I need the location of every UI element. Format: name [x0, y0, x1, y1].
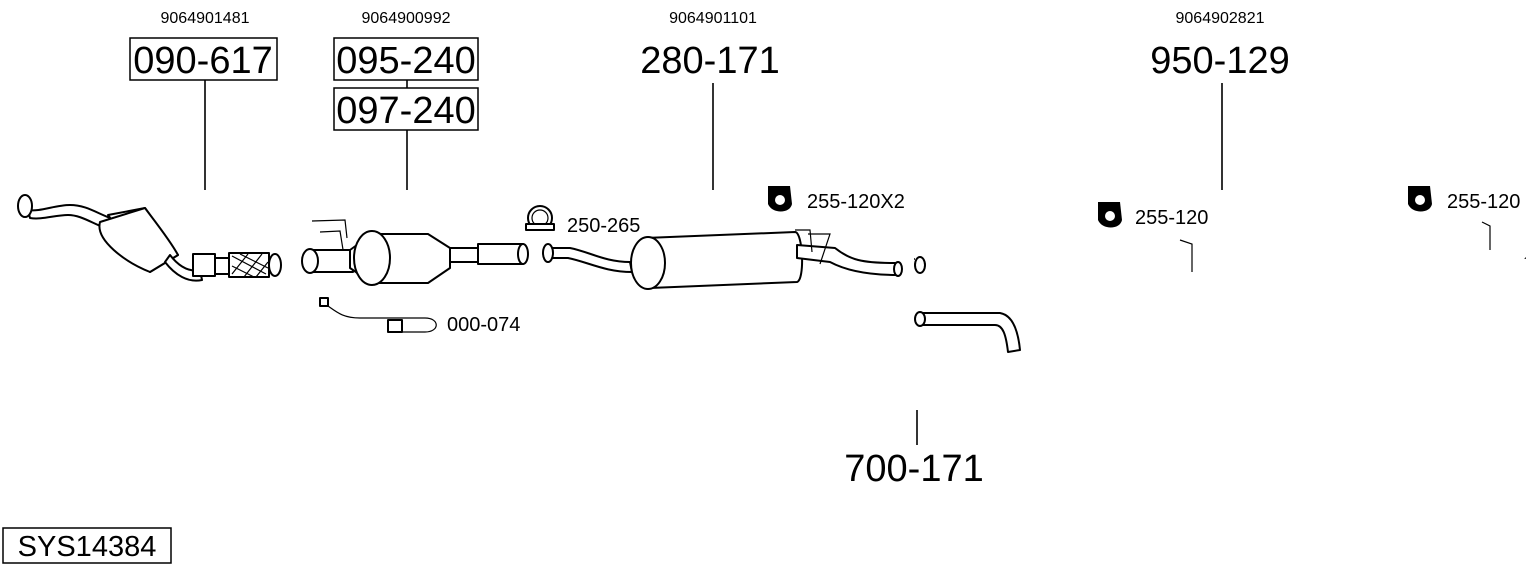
- accessory-label-255-120[interactable]: 255-120: [1447, 191, 1520, 213]
- part-number: 095-240: [336, 40, 475, 82]
- oe-number-silencer: 9064901101: [669, 10, 757, 27]
- leader-lines: [204, 80, 1223, 445]
- rubber-hanger-icon[interactable]: [1408, 186, 1432, 212]
- clamp-icon[interactable]: [525, 205, 555, 231]
- part-label-097-240[interactable]: 097-240: [333, 87, 479, 132]
- part-label-280-171[interactable]: 280-171: [640, 40, 779, 82]
- middle-silencer-drawing[interactable]: [542, 229, 903, 290]
- part-label-095-240[interactable]: 095-240: [333, 37, 479, 82]
- accessory-label-255-120[interactable]: 255-120: [1135, 207, 1208, 229]
- accessory-label-000-074[interactable]: 000-074: [447, 314, 520, 336]
- part-label-090-617[interactable]: 090-617: [129, 37, 278, 82]
- part-label-950-129[interactable]: 950-129: [1150, 40, 1289, 82]
- oe-number-rear-pipe: 9064902821: [1176, 10, 1265, 27]
- part-number: 090-617: [133, 40, 272, 82]
- tail-pipe-drawing[interactable]: [914, 311, 1021, 353]
- rubber-hanger-icon[interactable]: [768, 186, 792, 212]
- rear-pipe-drawing[interactable]: [914, 208, 1527, 274]
- catalyst-drawing[interactable]: [17, 194, 282, 282]
- part-number: 097-240: [336, 90, 475, 132]
- lambda-sensor-drawing[interactable]: [319, 297, 437, 333]
- system-id-label: SYS14384: [2, 527, 172, 564]
- part-label-700-171[interactable]: 700-171: [844, 448, 983, 490]
- system-id: SYS14384: [18, 531, 157, 563]
- rubber-hanger-icon[interactable]: [1098, 202, 1122, 228]
- accessory-label-255-120x2[interactable]: 255-120X2: [807, 191, 905, 213]
- particulate-filter-drawing[interactable]: [301, 219, 529, 286]
- oe-number-dpf: 9064900992: [362, 10, 451, 27]
- oe-number-catalyst: 9064901481: [161, 10, 250, 27]
- accessory-label-250-265[interactable]: 250-265: [567, 215, 640, 237]
